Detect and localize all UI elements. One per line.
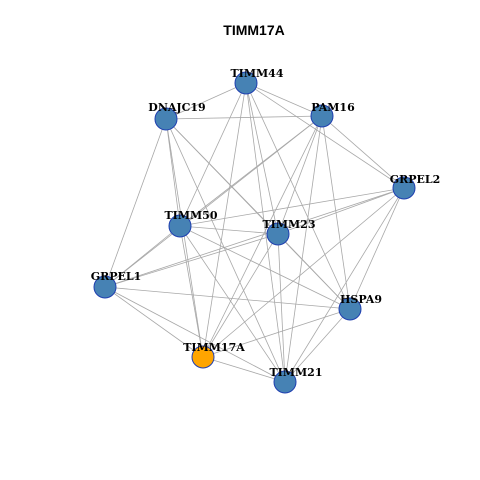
node-circle-timm21 xyxy=(273,370,297,394)
edge-timm44-hspa9 xyxy=(245,82,351,310)
node-circle-pam16 xyxy=(310,104,334,128)
node-grpel2: GRPEL2 xyxy=(390,173,441,200)
node-circle-grpel1 xyxy=(93,275,117,299)
edge-dnajc19-timm17a xyxy=(165,118,204,358)
edge-timm23-grpel1 xyxy=(104,233,279,288)
node-label-timm21: TIMM21 xyxy=(270,366,323,379)
edge-grpel2-timm23 xyxy=(277,187,405,235)
edge-grpel2-timm17a xyxy=(202,187,405,358)
node-circle-grpel2 xyxy=(392,176,416,200)
edge-timm50-timm23 xyxy=(179,225,279,235)
node-label-timm44: TIMM44 xyxy=(231,67,284,80)
edge-dnajc19-pam16 xyxy=(165,115,323,120)
node-circle-dnajc19 xyxy=(154,107,178,131)
edge-pam16-grpel2 xyxy=(321,115,405,189)
edge-hspa9-timm17a xyxy=(202,308,351,358)
edge-grpel1-hspa9 xyxy=(104,286,351,310)
edge-timm50-timm17a xyxy=(179,225,204,358)
node-circle-timm44 xyxy=(234,71,258,95)
edge-timm23-timm21 xyxy=(277,233,286,383)
node-timm23: TIMM23 xyxy=(263,218,316,246)
node-timm21: TIMM21 xyxy=(270,366,323,394)
edge-timm44-timm17a xyxy=(202,82,247,358)
node-label-grpel1: GRPEL1 xyxy=(91,270,142,283)
node-label-hspa9: HSPA9 xyxy=(340,293,382,306)
edge-grpel2-timm50 xyxy=(179,187,405,227)
edge-pam16-timm23 xyxy=(277,115,323,235)
node-label-timm50: TIMM50 xyxy=(165,209,218,222)
node-label-dnajc19: DNAJC19 xyxy=(148,101,205,114)
node-timm17a: TIMM17A xyxy=(183,341,245,369)
node-grpel1: GRPEL1 xyxy=(91,270,142,299)
edge-hspa9-timm21 xyxy=(284,308,351,383)
node-hspa9: HSPA9 xyxy=(338,293,382,321)
edge-dnajc19-grpel1 xyxy=(104,118,167,288)
edge-grpel2-grpel1 xyxy=(104,187,405,288)
node-label-timm23: TIMM23 xyxy=(263,218,316,231)
node-label-grpel2: GRPEL2 xyxy=(390,173,441,186)
edges-layer xyxy=(104,82,405,383)
edge-grpel1-timm17a xyxy=(104,286,204,358)
node-dnajc19: DNAJC19 xyxy=(148,101,206,131)
edge-pam16-timm17a xyxy=(202,115,323,358)
edge-dnajc19-timm50 xyxy=(165,118,181,227)
edge-timm44-timm50 xyxy=(179,82,247,227)
node-pam16: PAM16 xyxy=(310,101,355,128)
edge-grpel1-timm21 xyxy=(104,286,286,383)
edge-grpel2-timm21 xyxy=(284,187,405,383)
edge-grpel2-hspa9 xyxy=(349,187,405,310)
node-label-pam16: PAM16 xyxy=(311,101,355,114)
node-circle-timm17a xyxy=(191,345,215,369)
edge-timm17a-timm21 xyxy=(202,356,286,383)
node-circle-timm23 xyxy=(266,222,290,246)
edge-pam16-grpel1 xyxy=(104,115,323,288)
node-timm50: TIMM50 xyxy=(165,209,218,238)
node-circle-timm50 xyxy=(168,214,192,238)
edge-timm50-timm21 xyxy=(179,225,286,383)
edge-timm50-hspa9 xyxy=(179,225,351,310)
edge-pam16-timm21 xyxy=(284,115,323,383)
edge-timm44-timm23 xyxy=(245,82,279,235)
node-circle-hspa9 xyxy=(338,297,362,321)
edge-timm23-hspa9 xyxy=(277,233,351,310)
diagram-title: TIMM17A xyxy=(223,22,284,38)
node-timm44: TIMM44 xyxy=(231,67,284,95)
edge-timm44-dnajc19 xyxy=(165,82,247,120)
node-label-timm17a: TIMM17A xyxy=(183,341,245,354)
edge-timm50-grpel1 xyxy=(104,225,181,288)
edge-timm23-timm17a xyxy=(202,233,279,358)
edge-timm44-pam16 xyxy=(245,82,323,117)
